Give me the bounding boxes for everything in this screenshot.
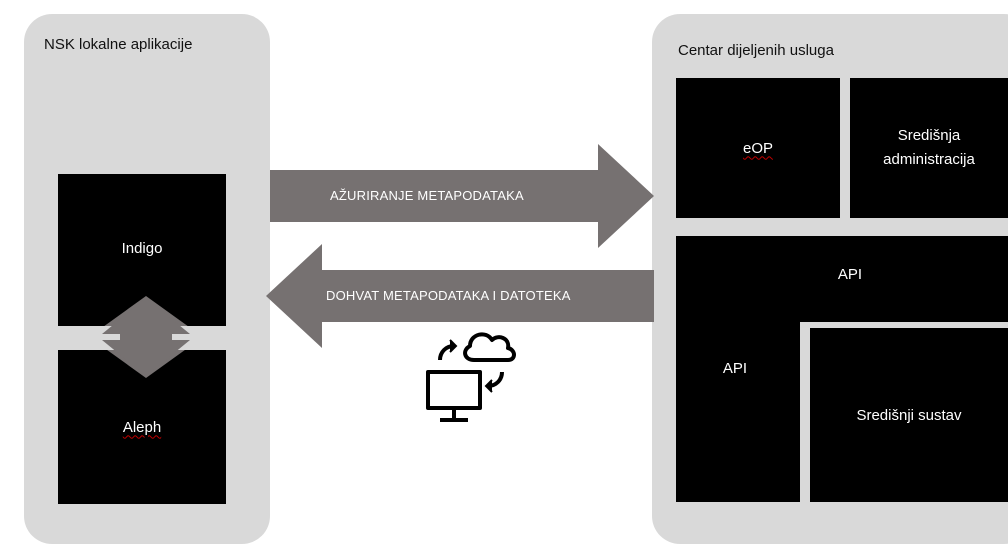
aleph-box: Aleph	[58, 350, 226, 504]
admin-box: Središnja administracija	[850, 78, 1008, 218]
update-arrow-label: AŽURIRANJE METAPODATAKA	[330, 188, 524, 203]
fetch-arrow-label: DOHVAT METAPODATAKA I DATOTEKA	[326, 288, 571, 303]
api-top-label-area: API	[800, 262, 900, 286]
aleph-label: Aleph	[122, 418, 162, 436]
indigo-label: Indigo	[121, 240, 163, 257]
api-block	[676, 236, 1008, 502]
eop-box: eOP	[676, 78, 840, 218]
admin-label-line2: administracija	[883, 151, 975, 168]
computer-cloud-sync-icon	[426, 332, 516, 422]
right-panel-title: Centar dijeljenih usluga	[678, 42, 834, 59]
core-label-area: Središnji sustav	[810, 400, 1008, 430]
eop-label: eOP	[742, 139, 773, 157]
update-arrow	[270, 144, 654, 248]
api-top-label: API	[837, 265, 863, 283]
core-system-box	[810, 328, 1008, 502]
core-label: Središnji sustav	[856, 406, 962, 424]
api-left-label-area: API	[690, 356, 780, 380]
api-left-label: API	[722, 359, 748, 377]
left-panel-title: NSK lokalne aplikacije	[44, 36, 193, 53]
admin-label-line1: Središnja	[897, 127, 961, 144]
fetch-arrow	[266, 244, 654, 348]
